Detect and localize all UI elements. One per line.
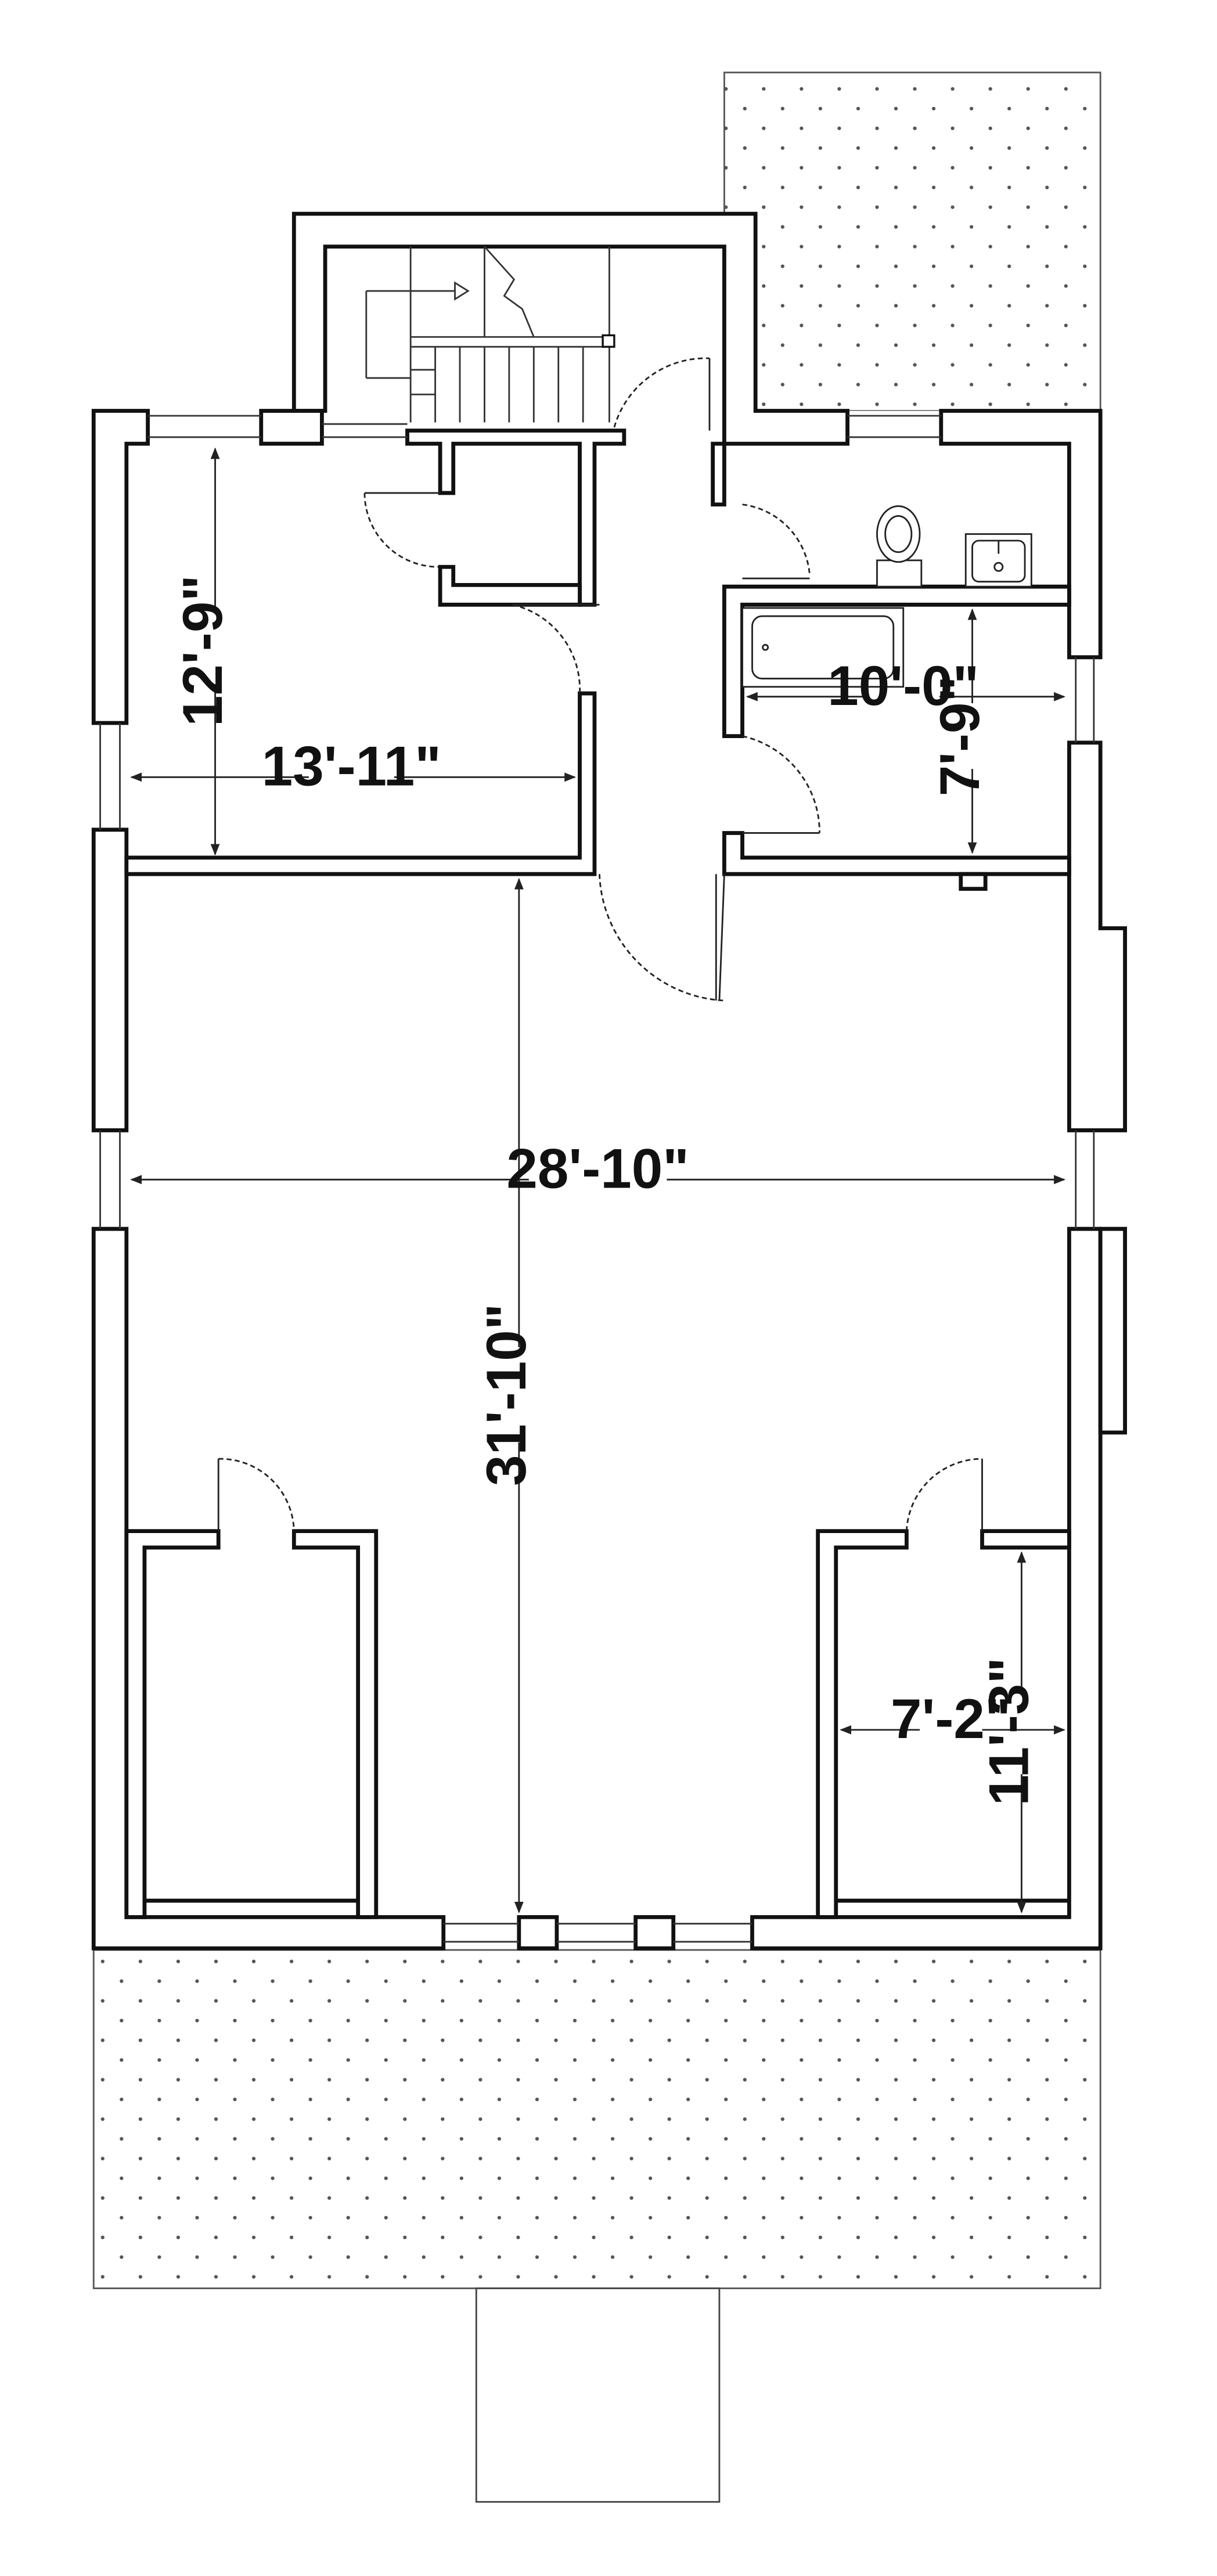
front-steps — [475, 2287, 721, 2503]
wall-left-upper — [91, 409, 150, 725]
dim-main-width: 28'-10" — [506, 1138, 689, 1200]
stairs — [365, 246, 615, 423]
doors — [217, 357, 983, 1531]
dim-closet-width: 7'-2" — [891, 1688, 1011, 1750]
dim-bedroom-depth: 12'-9" — [172, 575, 234, 726]
wall-left-middle — [91, 828, 129, 1132]
wall-pier-front-left — [517, 1915, 559, 1951]
wall-right-middle — [1067, 740, 1127, 1132]
wall-closet-inner — [438, 564, 582, 607]
front-deck — [92, 1949, 1101, 2290]
wall-bedroom-closet — [405, 429, 626, 607]
wall-stair-tower — [291, 211, 849, 507]
wall-bedroom-right — [124, 691, 597, 876]
dim-bath-width: 10'-0" — [827, 655, 979, 717]
bathroom-fixtures — [741, 505, 1032, 688]
wall-bath-top — [722, 584, 1071, 738]
wall-bath-bump — [959, 872, 988, 891]
wall-pier-top — [259, 409, 324, 446]
wall-closet-right-right — [980, 1529, 1071, 1550]
wall-right-lower-bump — [1098, 1226, 1127, 1435]
dim-closet-depth: 11'-3" — [978, 1657, 1040, 1806]
toilet-tank — [876, 559, 923, 588]
walls — [91, 211, 1127, 1951]
wall-right-upper — [939, 409, 1103, 660]
dim-bedroom-width: 13'-11" — [262, 735, 441, 797]
wall-left-lower — [91, 1226, 446, 1951]
dim-bath-depth: 7'-9" — [929, 676, 991, 796]
dimension-lines — [130, 447, 1065, 1913]
rear-deck — [723, 71, 1101, 412]
wall-pier-front-right — [633, 1915, 676, 1951]
dim-main-depth: 31'-10" — [476, 1304, 538, 1486]
windows — [99, 415, 1095, 1943]
